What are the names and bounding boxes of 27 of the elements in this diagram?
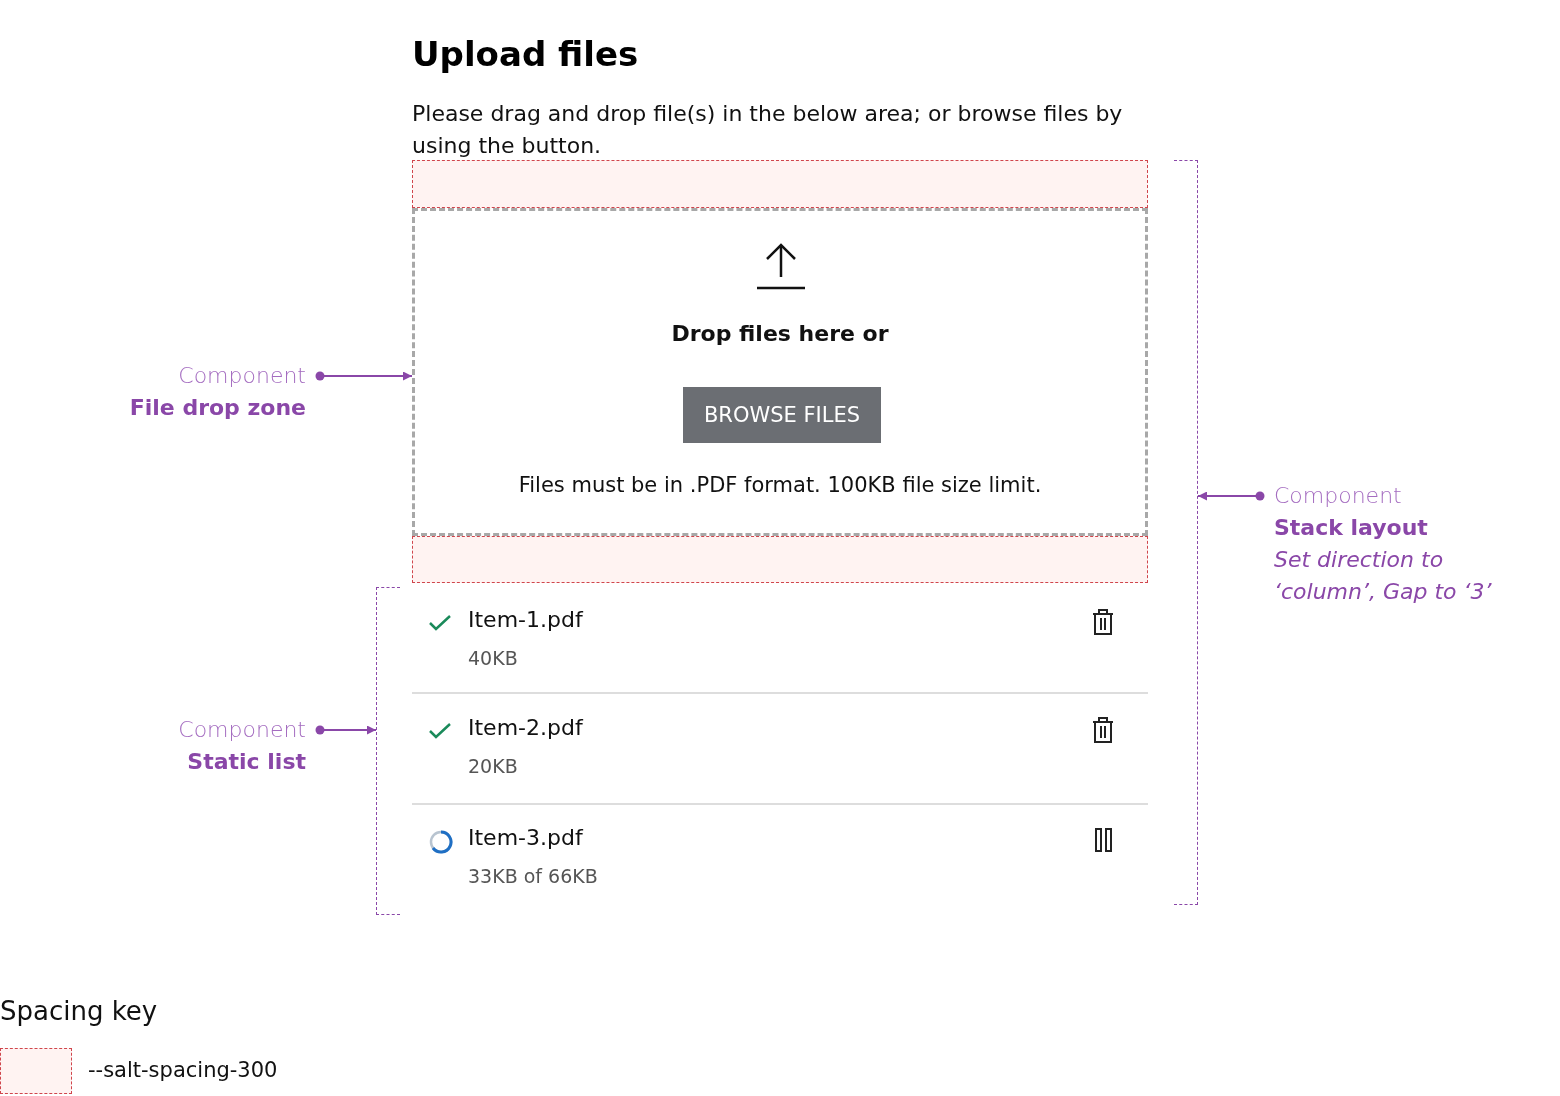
file-name: Item-3.pdf: [468, 825, 583, 850]
arrow: [315, 725, 377, 735]
file-size: 20KB: [468, 755, 518, 777]
arrow: [1197, 491, 1265, 501]
annotation-kind: Component: [1274, 482, 1403, 510]
annotation-title: File drop zone: [128, 394, 306, 422]
annotation-kind: Component: [177, 362, 306, 390]
page-title: Upload files: [412, 34, 639, 74]
file-name: Item-2.pdf: [468, 715, 583, 740]
browse-button: BROWSE FILES: [683, 387, 881, 443]
legend-heading: Spacing key: [0, 996, 158, 1026]
file-size: 40KB: [468, 647, 518, 669]
file-size: 33KB of 66KB: [468, 865, 598, 887]
spacing-band: [412, 536, 1148, 583]
legend-label: --salt-spacing-300: [88, 1058, 278, 1082]
hint-text: Files must be in .PDF format. 100KB file size limit.: [517, 473, 1043, 497]
static-list: [376, 587, 1148, 915]
file-name: Item-1.pdf: [468, 607, 583, 632]
annotation-kind: Component: [177, 716, 306, 744]
bracket: [1174, 160, 1198, 905]
annotation-note: Set direction to ‘column’, Gap to ‘3’: [1274, 546, 1493, 606]
annotation-title: Stack layout: [1274, 514, 1429, 542]
arrow: [315, 371, 413, 381]
prompt-text: Drop files here or: [670, 321, 890, 346]
spacing-band: [412, 160, 1148, 208]
annotation-title: Static list: [186, 748, 306, 776]
description-text: Please drag and drop file(s) in the below area; or browse files by using the button.: [412, 100, 1124, 160]
